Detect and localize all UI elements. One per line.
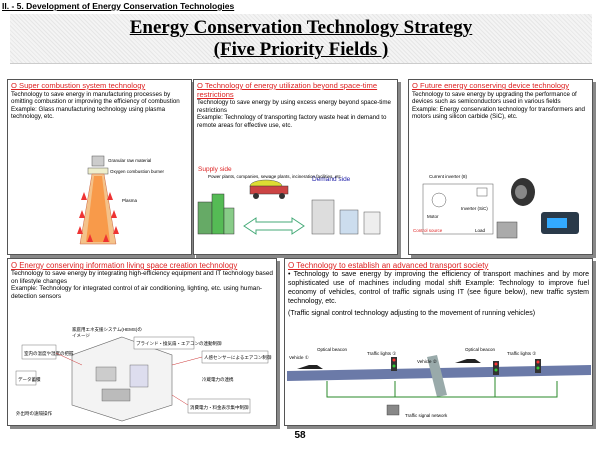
fig-label-plasma: Plasma <box>122 198 138 203</box>
field-box-space-time-energy: O Technology of energy utilization beyon… <box>193 79 398 255</box>
fig-label-inverter1: Current inverter (8) <box>429 174 468 179</box>
hems-title-1: 家庭用エネ支援システム(HEMS)の <box>72 326 142 333</box>
fig-label-plant: Power plants, companies, sewage plants, … <box>208 174 342 179</box>
section-label: II. - 5. Development of Energy Conservat… <box>2 1 235 11</box>
supply-side-label: Supply side <box>198 166 232 173</box>
field-description: • Technology to save energy by improving… <box>288 271 589 305</box>
field-example: Example: Technology of transporting fact… <box>197 114 387 129</box>
traffic-signal-figure: Optical beacon Optical beacon Vehicle ① … <box>287 347 591 418</box>
page-subtitle: (Five Priority Fields ) <box>213 39 389 60</box>
hems-figure: 家庭用エネ支援システム(HEMS)の イメージ ブラインド・換気扇・エアコンの連… <box>15 326 272 422</box>
field-heading: O Super combustion system technology <box>11 81 146 90</box>
fig-label-power: Control source <box>413 228 443 233</box>
hems-label-g: データ蓄積 <box>18 376 41 383</box>
page-title: Energy Conservation Technology Strategy <box>129 17 473 38</box>
fig-label-beacon1: Optical beacon <box>317 347 348 352</box>
field-description: Technology to save energy by upgrading t… <box>412 90 577 106</box>
field-heading: O Technology to establish an advanced tr… <box>288 261 489 270</box>
field-example: Example: Energy conservation technology … <box>412 105 585 121</box>
field-note: (Traffic signal control technology adjus… <box>288 310 536 317</box>
field-example: Example: Technology for integrated contr… <box>11 285 263 300</box>
fig-label-lights1: Traffic lights ① <box>367 351 397 356</box>
hems-label-b: 人感センサーによるエアコン制御 <box>204 354 272 361</box>
field-example: Example: Glass manufacturing technology … <box>11 105 166 121</box>
field-box-super-combustion: O Super combustion system technology Tec… <box>7 79 192 255</box>
combustion-furnace-figure: Granular raw material Oxygen combustion … <box>77 155 165 245</box>
fig-label-beacon2: Optical beacon <box>465 347 496 352</box>
field-heading: O Energy conserving information living s… <box>11 261 238 270</box>
fig-label-motor: Motor <box>427 214 439 219</box>
heat-transport-figure: Power plants, companies, sewage plants, … <box>197 174 381 235</box>
hems-label-f: 室内の温度や湿度の把握 <box>24 350 74 357</box>
hems-label-e: 外出時の遠隔操作 <box>16 410 52 417</box>
field-description: Technology to save energy by using exces… <box>197 99 391 114</box>
hems-label-c: 冷蔵電力の連携 <box>202 376 234 383</box>
fig-label-load: Load <box>475 228 486 233</box>
page-number: 58 <box>294 430 306 441</box>
field-description: Technology to save energy in manufacturi… <box>11 90 180 106</box>
fig-label-inverter2: Inverter (SiC) <box>461 206 488 211</box>
fig-label-network: Traffic signal network <box>405 413 448 418</box>
field-heading: O Technology of energy utilization beyon… <box>197 81 378 99</box>
hems-title-2: イメージ <box>72 333 90 338</box>
field-heading: O Future energy conserving device techno… <box>412 81 570 90</box>
hems-label-a: ブラインド・換気扇・エアコンの連動制御 <box>136 340 222 347</box>
fig-label-raw: Granular raw material <box>108 158 151 163</box>
fig-label-vehicle2: Vehicle ② <box>417 359 438 364</box>
field-description: Technology to save energy by integrating… <box>11 270 273 285</box>
fig-label-burner: Oxygen combustion burner <box>110 169 165 174</box>
title-banner: Energy Conservation Technology Strategy … <box>10 14 592 64</box>
demand-side-label: Demand side <box>312 176 351 183</box>
field-box-device-technology: O Future energy conserving device techno… <box>408 79 593 255</box>
fig-label-lights2: Traffic lights ② <box>507 351 537 356</box>
fig-label-vehicle1: Vehicle ① <box>289 355 310 360</box>
hems-label-d: 消費電力・料金表示集中制御 <box>190 404 249 411</box>
inverter-motor-figure: Current inverter (8) Inverter (SiC) Moto… <box>413 174 579 239</box>
field-box-living-space: O Energy conserving information living s… <box>7 258 277 426</box>
field-box-transport: O Technology to establish an advanced tr… <box>284 258 593 426</box>
